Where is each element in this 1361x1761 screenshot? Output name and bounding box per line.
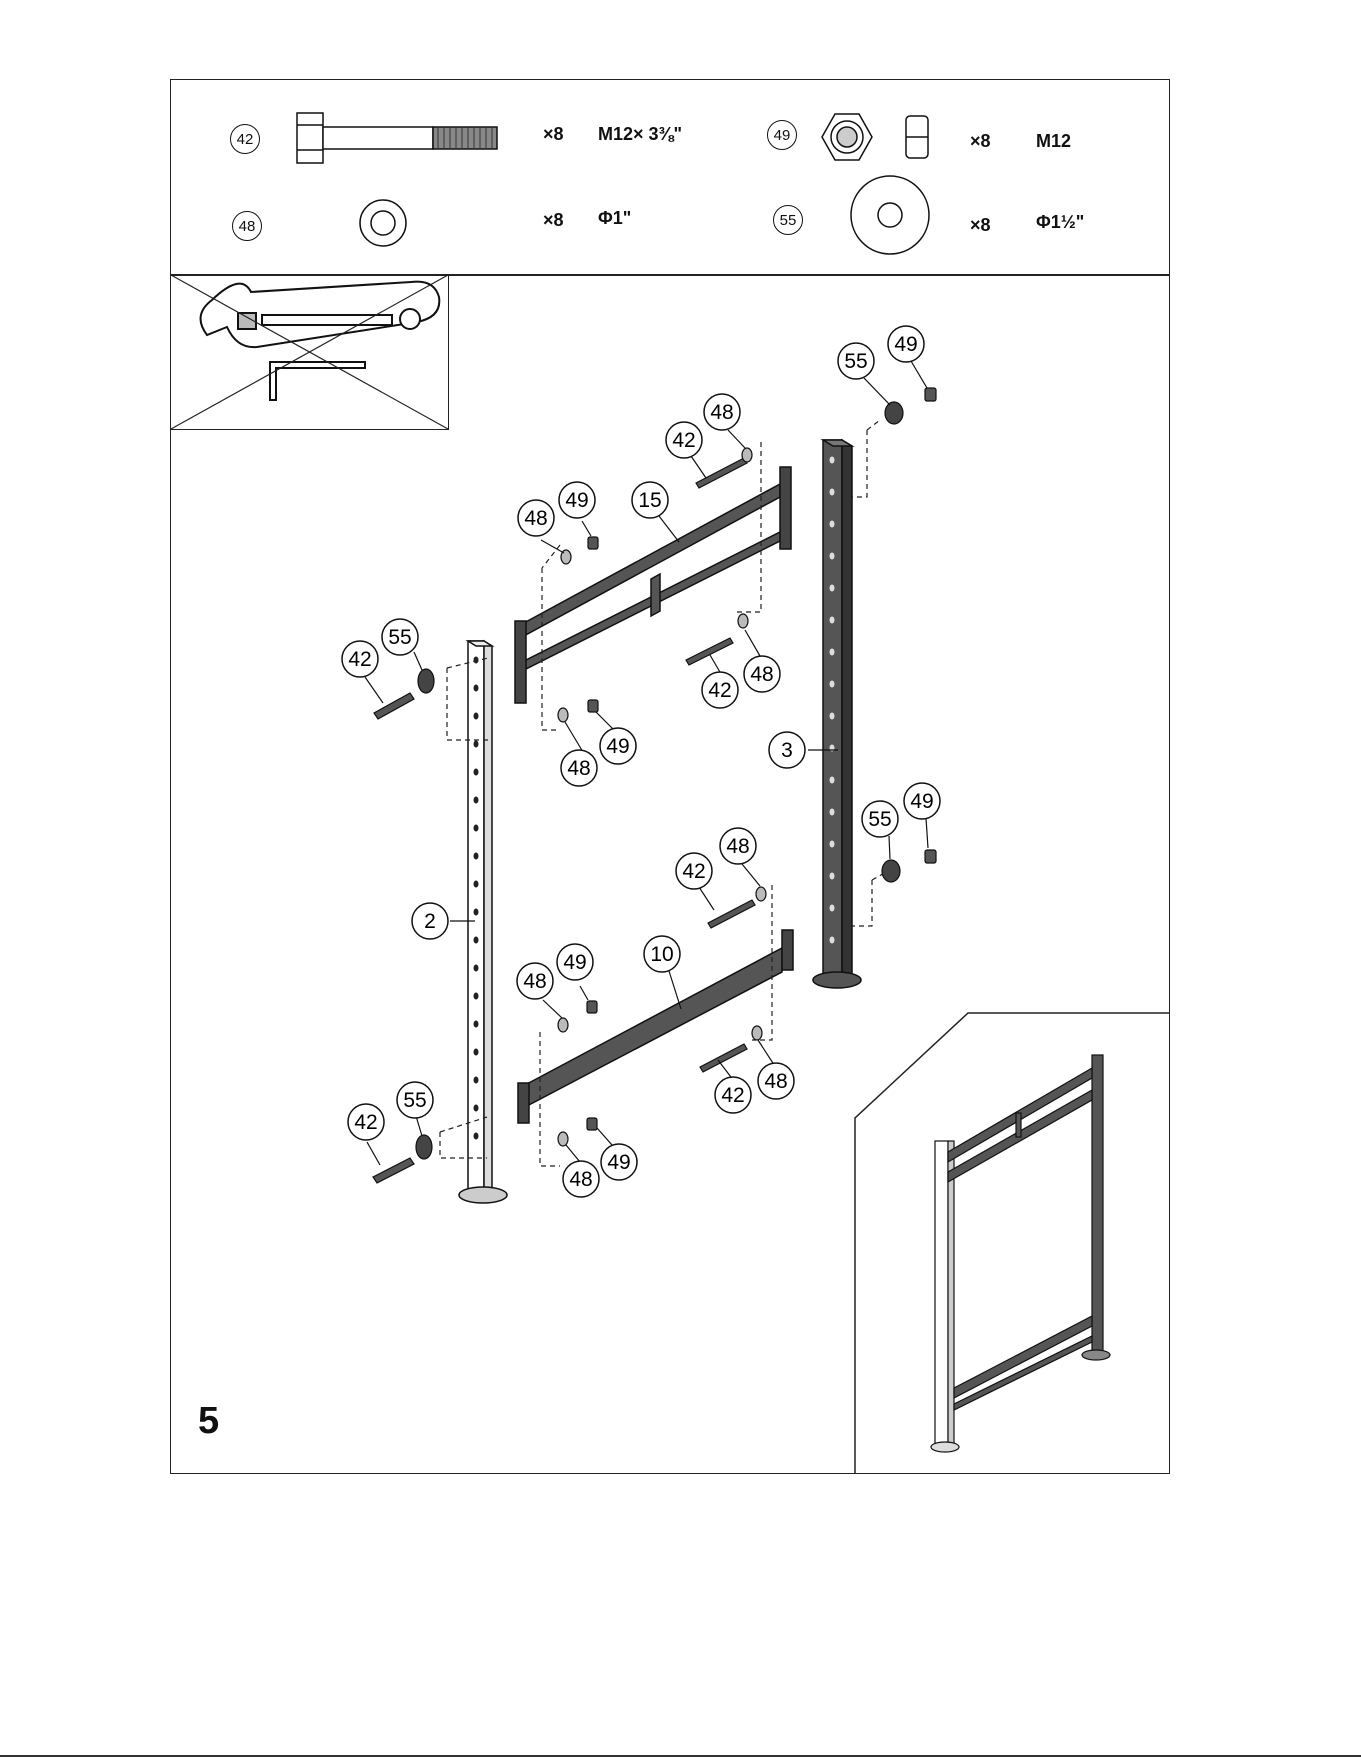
upright-hole [474,853,479,860]
callout-label-3: 3 [781,739,793,762]
callout-label-2: 2 [424,910,436,933]
callout-label-49: 49 [606,735,629,758]
callout-label-48: 48 [567,757,590,780]
callout-label-42: 42 [682,860,705,883]
upright-hole [474,797,479,804]
upright-hole [830,521,835,528]
callout-label-42: 42 [354,1111,377,1134]
upright-hole [830,905,835,912]
callout-label-55: 55 [868,808,891,831]
upright-hole [830,457,835,464]
upright-hole [474,1021,479,1028]
callout-label-49: 49 [563,951,586,974]
upright-hole [474,685,479,692]
upright-hole [474,741,479,748]
upright-hole [474,713,479,720]
upright-hole [474,965,479,972]
upright-hole [830,873,835,880]
upright-hole [830,649,835,656]
allen-key-icon [270,362,365,400]
callout-label-48: 48 [750,663,773,686]
upright-hole [830,553,835,560]
adjustable-wrench-icon [201,282,440,348]
callout-label-49: 49 [565,489,588,512]
upright-hole [474,937,479,944]
bottom-rule [0,1755,1361,1757]
upright-hole [474,769,479,776]
upright-hole [830,777,835,784]
callout-label-42: 42 [672,429,695,452]
callout-label-10: 10 [650,943,673,966]
callout-label-42: 42 [348,648,371,671]
upright-hole [474,1077,479,1084]
callout-label-48: 48 [726,835,749,858]
callout-label-48: 48 [710,401,733,424]
callout-label-48: 48 [569,1168,592,1191]
callout-label-49: 49 [894,333,917,356]
upright-hole [830,713,835,720]
callout-label-55: 55 [403,1089,426,1112]
callout-label-49: 49 [607,1151,630,1174]
hex-bolt-icon [297,113,497,163]
callout-label-55: 55 [844,350,867,373]
upright-hole [474,909,479,916]
upright-hole [830,585,835,592]
callout-label-42: 42 [708,679,731,702]
callout-label-42: 42 [721,1084,744,1107]
upright-hole [474,881,479,888]
upright-hole [474,1105,479,1112]
small-washer-icon [360,200,406,246]
upright-hole [474,1049,479,1056]
large-washer-icon [851,176,929,254]
callout-label-15: 15 [638,489,661,512]
hex-nut-icon [822,114,928,160]
upright-hole [830,681,835,688]
callout-label-55: 55 [388,626,411,649]
upright-hole [474,825,479,832]
callout-label-49: 49 [910,790,933,813]
upright-hole [830,841,835,848]
callout-label-48: 48 [523,970,546,993]
finished-frame-inset [855,1013,1170,1474]
upright-hole [830,937,835,944]
upright-hole [474,1133,479,1140]
upright-right [813,440,861,988]
callout-label-48: 48 [524,507,547,530]
upright-hole [830,489,835,496]
callout-label-48: 48 [764,1070,787,1093]
upright-hole [830,617,835,624]
upright-hole [474,993,479,1000]
upright-hole [830,809,835,816]
